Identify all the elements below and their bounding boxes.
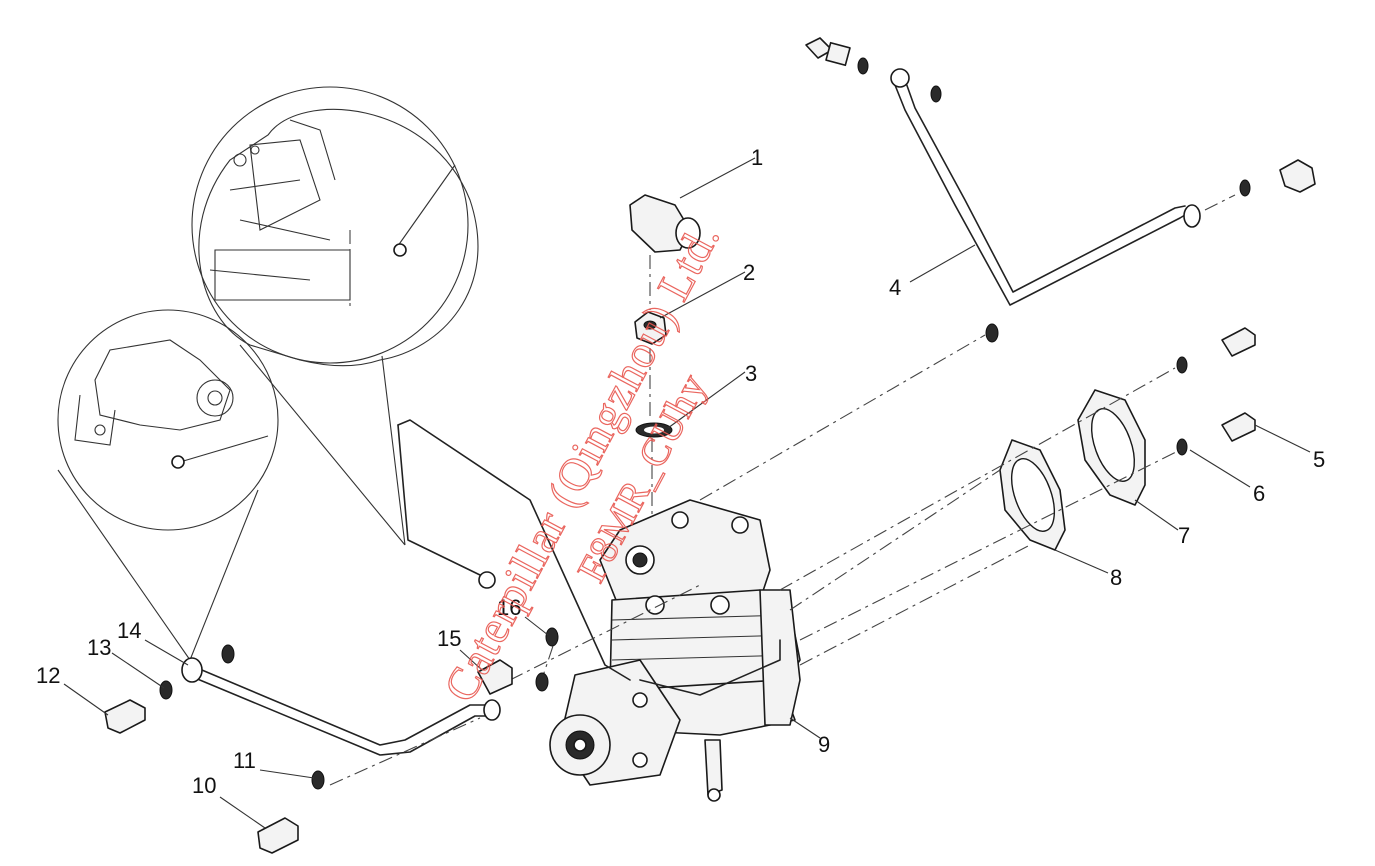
callout-9: 9: [818, 732, 830, 757]
gasket-part-7: [1077, 389, 1146, 506]
detail-leader-upper: [239, 344, 406, 546]
callout-13: 13: [87, 635, 111, 660]
axis-line-1: [699, 334, 986, 501]
callout-2: 2: [743, 260, 755, 285]
callout-5: 5: [1313, 447, 1325, 472]
callout-10: 10: [192, 773, 216, 798]
lower-pipe-assembly: [104, 627, 559, 854]
coolant-line-loop: [397, 419, 781, 696]
elbow-fitting-part-1: [629, 194, 701, 253]
washer-part-3: [635, 422, 673, 438]
nut-part-2: [634, 311, 667, 345]
callout-leaders: [63, 157, 1311, 829]
callout-1: 1: [751, 145, 763, 170]
callout-14: 14: [117, 618, 141, 643]
callout-12: 12: [36, 663, 60, 688]
gasket-part-8: [999, 439, 1066, 551]
callout-6: 6: [1253, 481, 1265, 506]
detail-view-engine-block: [191, 86, 479, 367]
callout-7: 7: [1178, 523, 1190, 548]
outlet-pipe-part-4: [805, 37, 1316, 306]
callout-15: 15: [437, 626, 461, 651]
washer-part-6: [985, 323, 1188, 456]
callout-3: 3: [745, 361, 757, 386]
bolt-part-5: [1221, 327, 1256, 442]
callout-labels: 1 2 3 4 5 6 7 8 9 10 11 12 13 14 15 16: [36, 145, 1325, 798]
detail-leader-lower: [57, 469, 259, 661]
callout-11: 11: [233, 748, 256, 773]
callout-16: 16: [497, 595, 521, 620]
detail-view-water-pump: [57, 309, 279, 531]
callout-8: 8: [1110, 565, 1122, 590]
callout-4: 4: [889, 275, 901, 300]
